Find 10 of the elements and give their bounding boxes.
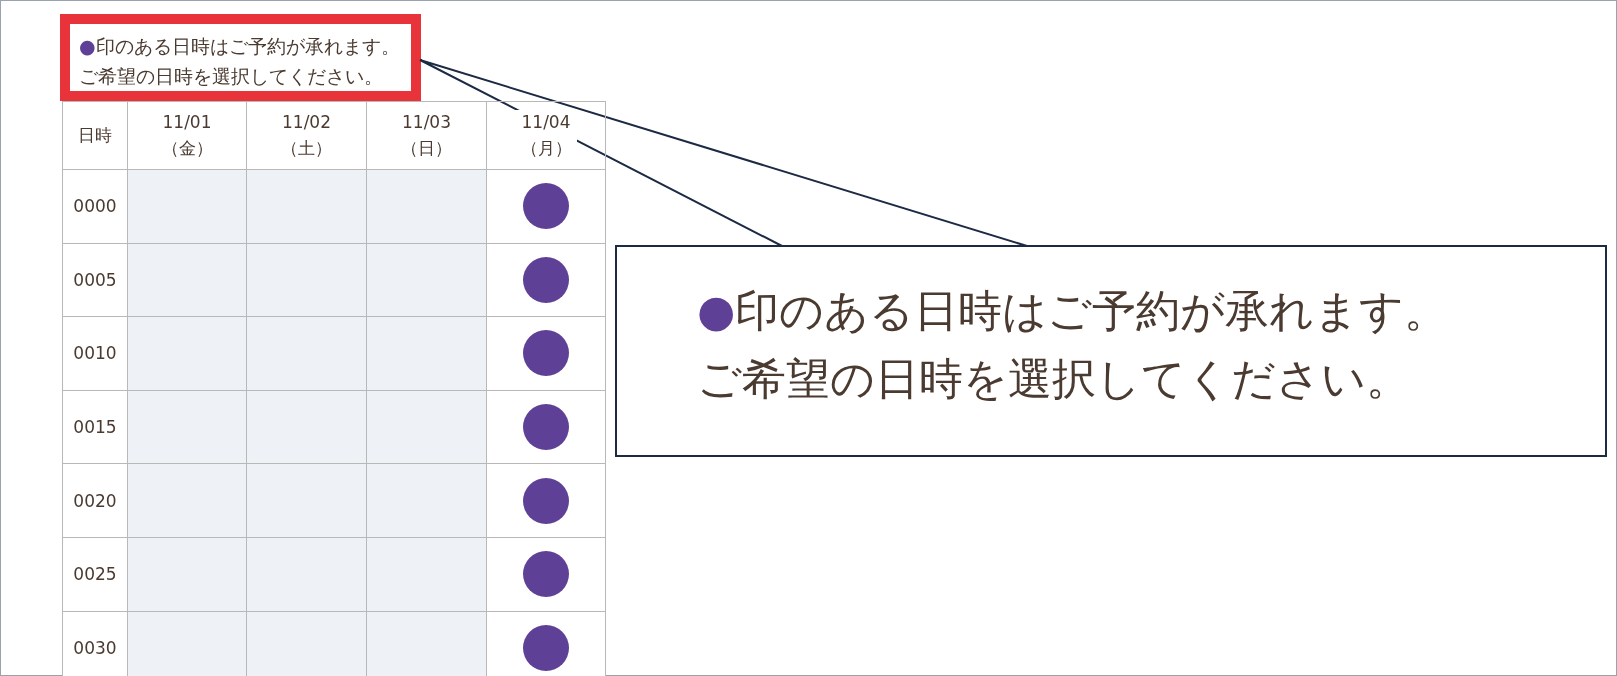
notice-text: ●印のある日時はご予約が承れます。 [697, 284, 1450, 338]
callout-box [615, 245, 1607, 457]
highlight-box [60, 14, 421, 101]
callout-pointer [419, 59, 1028, 247]
time-cell: 0030 [62, 610, 128, 676]
notice-text: ご希望の日時を選択してください。 [79, 64, 384, 89]
notice-text: ●印のある日時はご予約が承れます。 [79, 34, 401, 59]
table-header-cell: 日時 [62, 101, 128, 170]
notice-text: ご希望の日時を選択してください。 [697, 352, 1411, 406]
table-header-cell: 11/04（月） [486, 101, 606, 170]
